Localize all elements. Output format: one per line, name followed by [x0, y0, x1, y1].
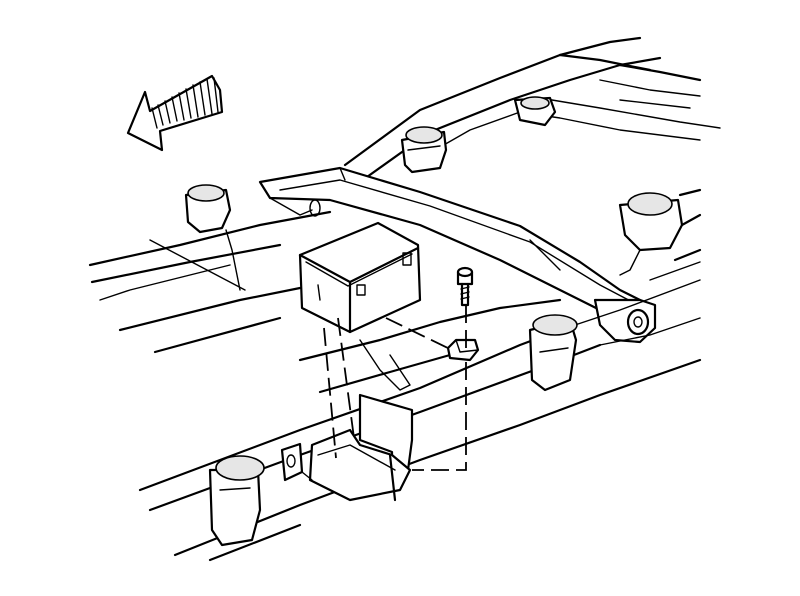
left-frame-rail — [88, 210, 332, 354]
retainer-nut — [446, 338, 480, 362]
middle-right-mount — [528, 314, 578, 392]
front-direction-arrow-icon — [126, 74, 224, 152]
rear-body-mount — [513, 96, 557, 127]
front-right-mount — [618, 188, 702, 281]
alignment-guide-lines — [323, 305, 467, 471]
control-module-box — [298, 221, 422, 334]
mounting-bolt — [456, 266, 474, 307]
upper-left-mount — [184, 184, 232, 234]
lower-front-mount — [208, 455, 265, 547]
upper-body-mount — [400, 126, 448, 174]
mounting-bracket — [280, 393, 414, 502]
